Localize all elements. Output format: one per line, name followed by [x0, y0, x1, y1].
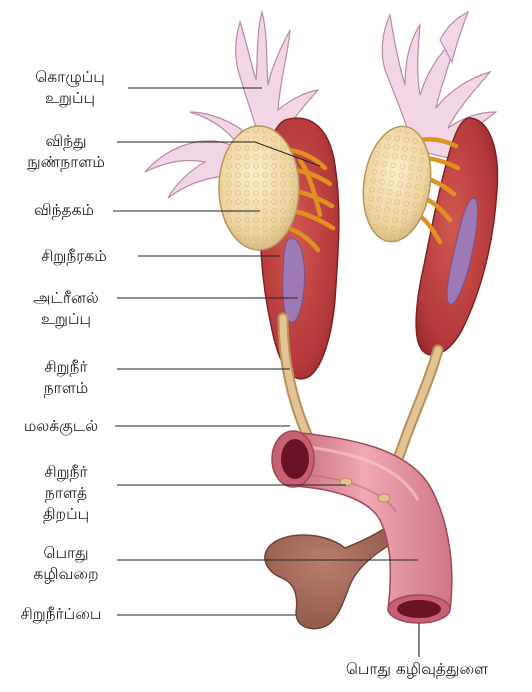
label-rectum: மலக்குடல் — [8, 416, 114, 437]
label-ureter-opening: சிறுநீர் நாளத் திறப்பு — [16, 462, 116, 525]
label-cloaca: பொது கழிவறை — [16, 543, 116, 585]
label-testis: விந்தகம் — [16, 200, 112, 221]
left-testis — [219, 126, 299, 250]
label-cloacal-aperture: பொது கழிவுத்துளை — [312, 659, 522, 680]
cloacal-aperture — [388, 595, 450, 623]
label-vasa-efferentia: விந்து நுண்நாளம் — [16, 131, 116, 173]
label-fat-body: கொழுப்பு உறுப்பு — [16, 67, 124, 109]
urinary-bladder — [265, 520, 398, 629]
label-ureter: சிறுநீர் நாளம் — [16, 357, 116, 399]
label-kidney: சிறுநீரகம் — [12, 246, 136, 267]
rectum-opening — [272, 431, 314, 487]
right-ureter-opening — [378, 494, 390, 502]
label-adrenal-gland: அட்ரீனல் உறுப்பு — [16, 288, 116, 330]
label-urinary-bladder: சிறுநீர்ப்பை — [6, 604, 116, 625]
